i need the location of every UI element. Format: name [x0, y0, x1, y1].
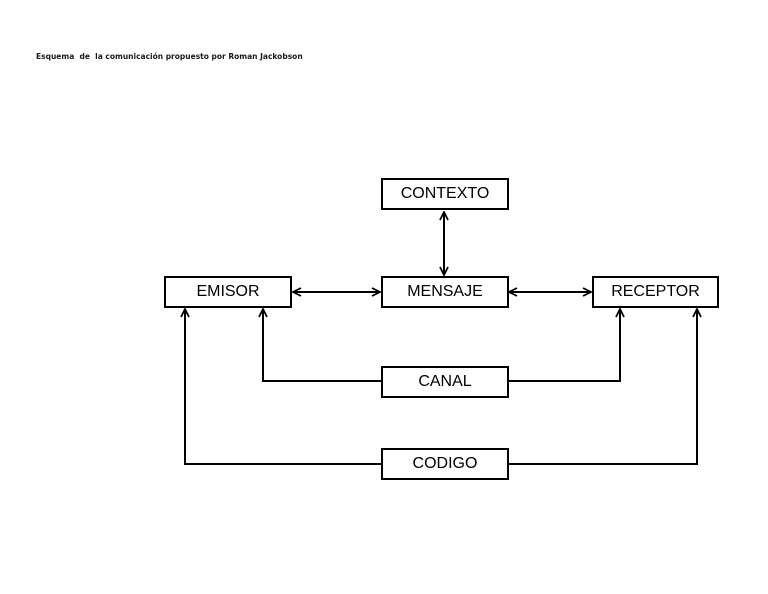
edge-codigo-receptor	[508, 309, 697, 465]
node-emisor-label: EMISOR	[196, 283, 260, 300]
node-codigo-label: CODIGO	[412, 455, 478, 472]
node-mensaje-label: MENSAJE	[407, 283, 483, 300]
page-title: Esquema de la comunicación propuesto por…	[36, 52, 303, 61]
node-codigo: CODIGO	[381, 448, 509, 480]
node-canal: CANAL	[381, 366, 509, 398]
edge-canal-emisor	[263, 309, 381, 382]
node-canal-label: CANAL	[418, 373, 472, 390]
edge-canal-receptor	[508, 309, 620, 382]
node-receptor-label: RECEPTOR	[611, 283, 700, 300]
node-mensaje: MENSAJE	[381, 276, 509, 308]
node-contexto-label: CONTEXTO	[400, 185, 490, 202]
node-receptor: RECEPTOR	[592, 276, 719, 308]
node-emisor: EMISOR	[164, 276, 292, 308]
edge-codigo-emisor	[185, 309, 381, 465]
node-contexto: CONTEXTO	[381, 178, 509, 210]
